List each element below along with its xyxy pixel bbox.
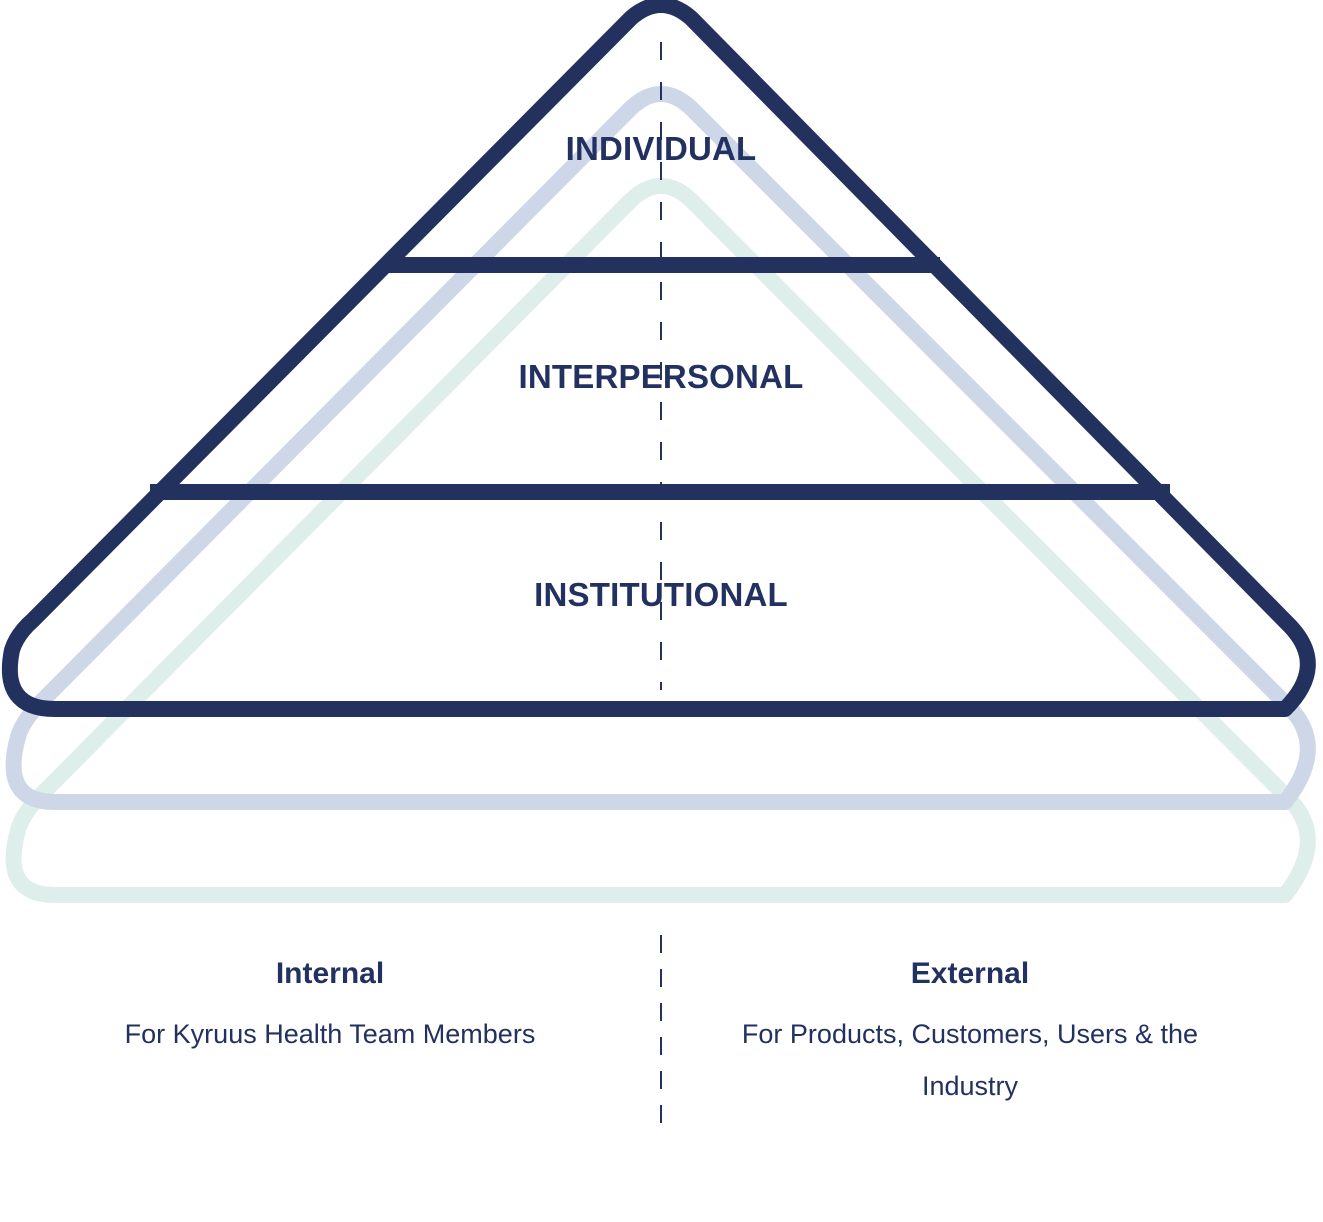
pyramid-echo-blue: [5, 86, 1316, 810]
external-caption: External For Products, Customers, Users …: [720, 956, 1220, 1112]
internal-title: Internal: [275, 957, 385, 990]
external-description: For Products, Customers, Users & the Ind…: [741, 1019, 1199, 1101]
pyramid-outline: [1, 0, 1316, 717]
internal-caption: Internal For Kyruus Health Team Members: [60, 956, 600, 1060]
tier-label-interpersonal: INTERPERSONAL: [519, 358, 804, 395]
internal-description: For Kyruus Health Team Members: [124, 1019, 536, 1049]
tier-label-individual: INDIVIDUAL: [566, 130, 757, 167]
external-title: External: [910, 957, 1030, 990]
tier-label-institutional: INSTITUTIONAL: [534, 576, 788, 613]
pyramid-echo-teal: [5, 178, 1316, 903]
